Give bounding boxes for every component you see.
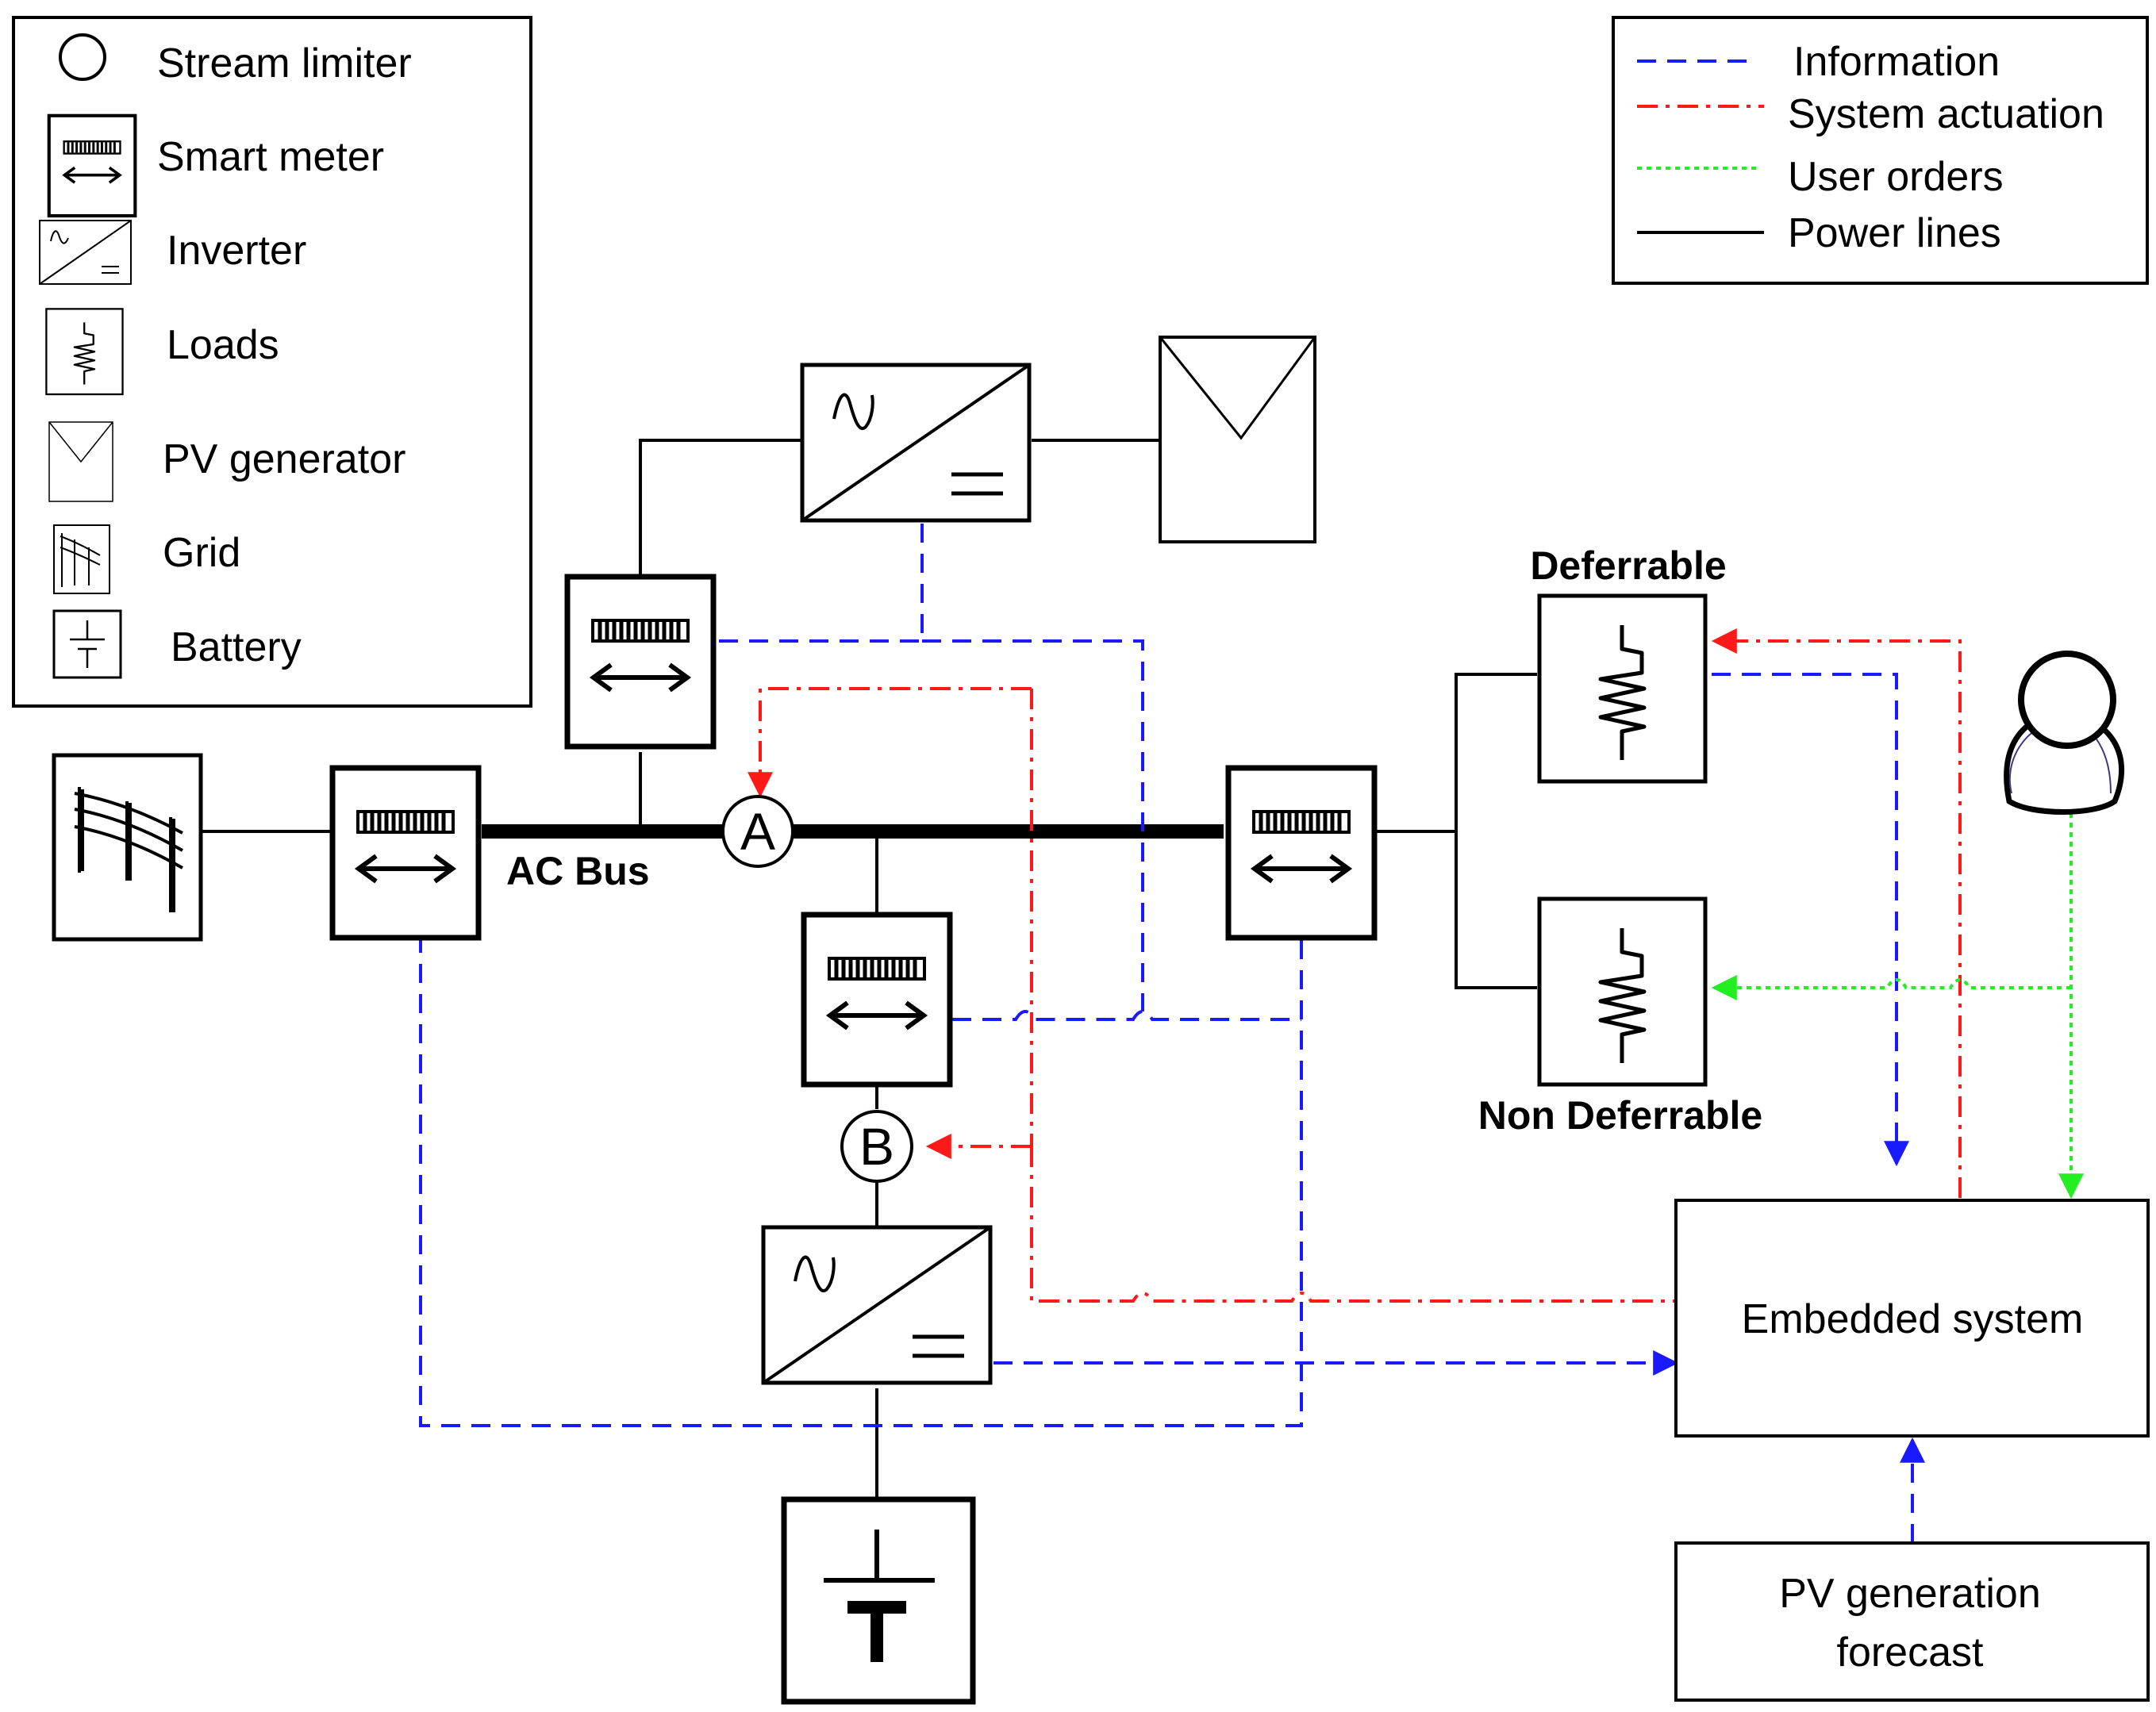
legend-label-grid: Grid xyxy=(163,530,240,576)
legend-label-user-orders: User orders xyxy=(1788,154,2004,200)
load-non-deferrable xyxy=(1539,899,1705,1084)
stream-limiter-b: B xyxy=(840,1110,913,1183)
grid-icon xyxy=(53,524,110,594)
load-icon xyxy=(45,308,124,396)
pv-forecast-line1: PV generation xyxy=(1779,1571,2041,1617)
legend-label-actuation: System actuation xyxy=(1788,91,2104,137)
smart-meter-icon xyxy=(49,116,136,216)
deferrable-label: Deferrable xyxy=(1530,543,1726,588)
smart-meter-loads xyxy=(1228,768,1374,938)
stream-limiter-a-label: A xyxy=(740,802,775,861)
smart-meter-grid xyxy=(332,768,478,938)
actuation-lines xyxy=(747,628,1962,1303)
pv-generator-icon xyxy=(48,421,113,502)
user-icon xyxy=(2004,651,2125,815)
pv-forecast-line2: forecast xyxy=(1837,1629,1985,1676)
legend-label-smart-meter: Smart meter xyxy=(157,134,384,180)
non-deferrable-label: Non Deferrable xyxy=(1478,1093,1762,1138)
inverter-icon xyxy=(39,220,132,285)
legend-label-stream-limiter: Stream limiter xyxy=(157,40,412,86)
symbol-legend: Stream limiter Smart meter Inverter Load… xyxy=(12,16,532,708)
legend-label-loads: Loads xyxy=(167,322,279,368)
legend-label-power: Power lines xyxy=(1788,210,2001,256)
load-deferrable xyxy=(1539,596,1705,781)
stream-limiter-a: A xyxy=(721,795,794,868)
smart-meter-pv xyxy=(567,577,713,747)
stream-limiter-icon xyxy=(59,33,106,81)
inverter-battery xyxy=(763,1227,990,1383)
embedded-system-label: Embedded system xyxy=(1742,1296,2084,1342)
legend-label-information: Information xyxy=(1793,39,2000,85)
line-legend: Information System actuation User orders… xyxy=(1612,16,2149,285)
legend-label-inverter: Inverter xyxy=(167,228,306,274)
legend-label-battery: Battery xyxy=(171,624,302,670)
battery-icon xyxy=(52,609,122,679)
grid xyxy=(52,753,203,942)
user-order-lines xyxy=(1711,813,2084,1200)
pv-forecast: PV generation forecast xyxy=(1674,1541,2150,1702)
pv-generator xyxy=(1159,336,1316,543)
inverter-pv xyxy=(802,365,1029,520)
smart-meter-battery xyxy=(804,915,950,1084)
power-lines xyxy=(201,439,1537,1499)
information-lines xyxy=(419,524,1925,1543)
battery xyxy=(781,1496,976,1705)
legend-label-pv-generator: PV generator xyxy=(163,436,405,482)
ac-bus-label: AC Bus xyxy=(506,849,650,893)
embedded-system: Embedded system xyxy=(1674,1199,2150,1438)
stream-limiter-b-label: B xyxy=(859,1117,894,1176)
